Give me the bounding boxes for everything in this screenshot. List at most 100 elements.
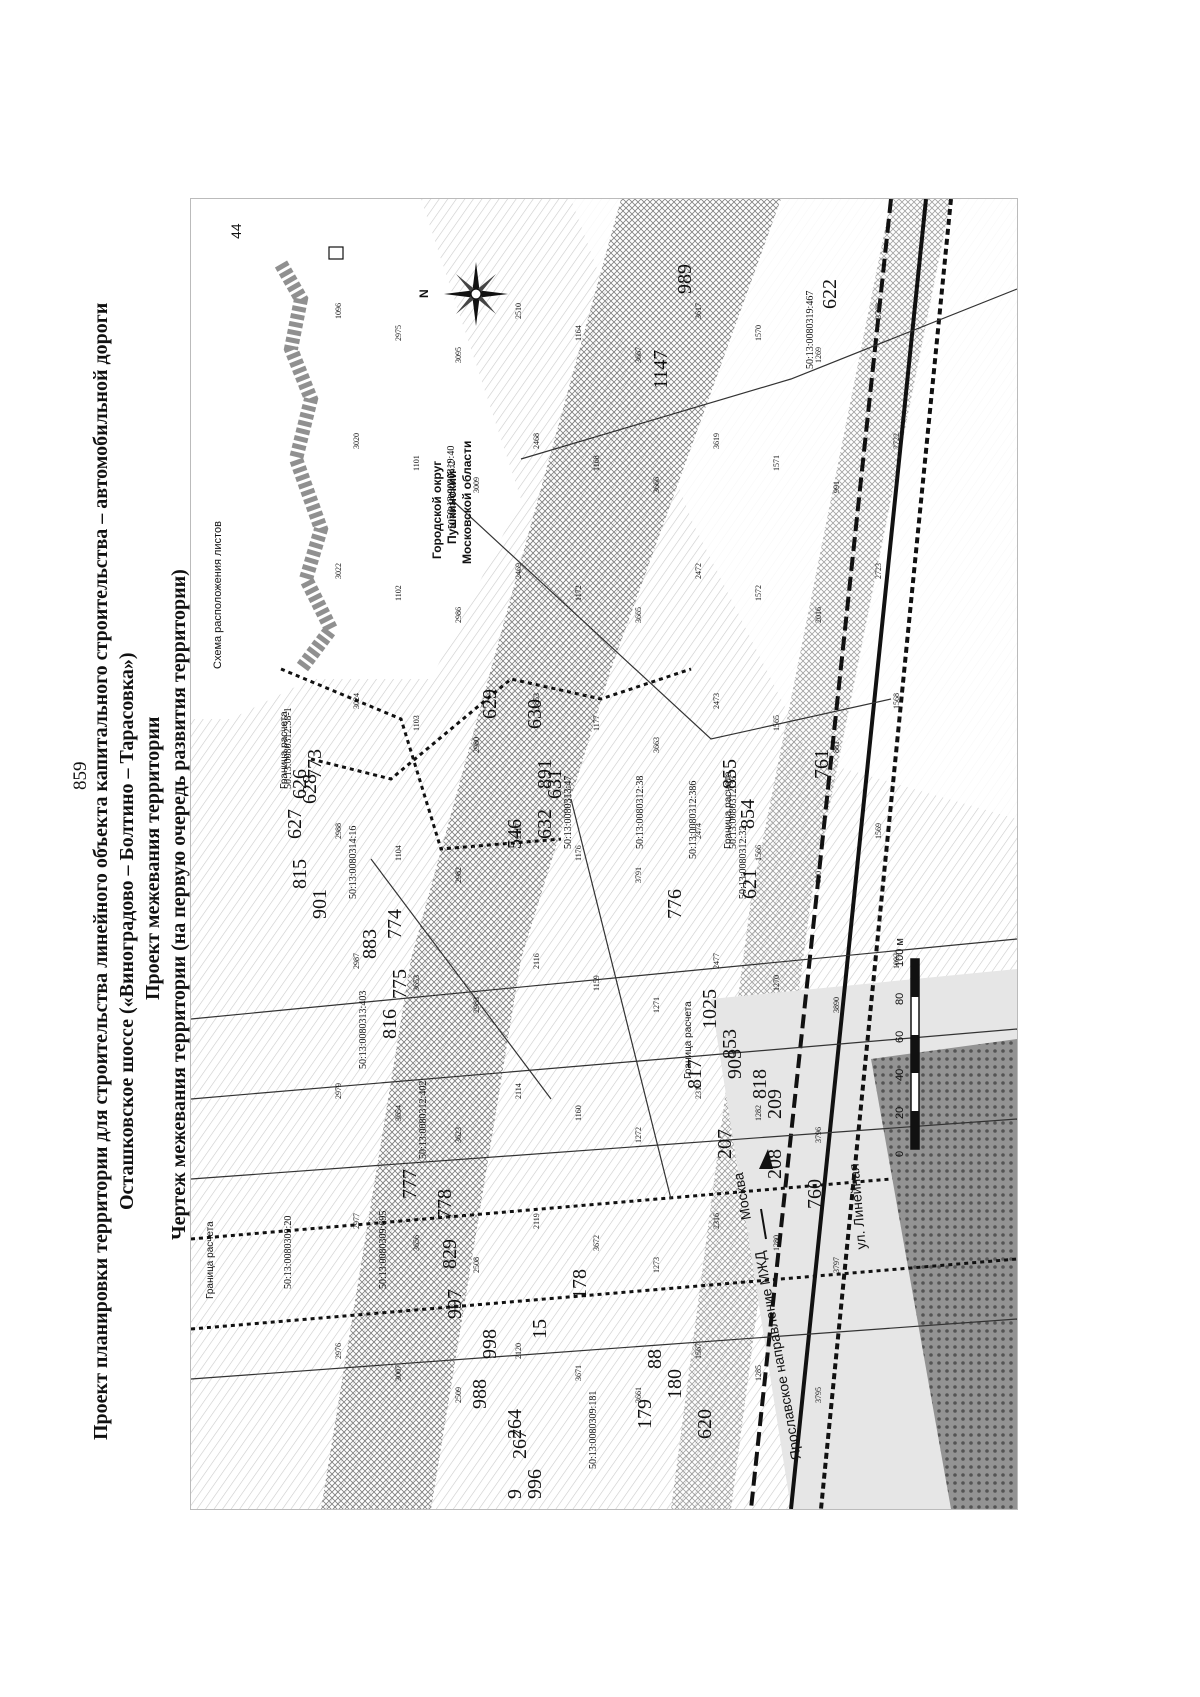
- point-number: 2119: [532, 1213, 541, 1229]
- point-number: 1269: [814, 347, 823, 363]
- point-number: 2986: [454, 607, 463, 623]
- parcel-number: 855: [719, 759, 741, 789]
- cadastral-number: 50:13:0080309:181: [588, 1391, 599, 1469]
- boundary-label-1: Граница расчета: [279, 711, 290, 789]
- point-number: 1570: [754, 325, 763, 341]
- point-number: 1177: [592, 715, 601, 731]
- parcel-number: 816: [379, 1009, 401, 1039]
- district-line-2: Пушкинский: [445, 471, 459, 544]
- scale-tick-40: 40: [894, 1069, 906, 1081]
- parcel-number: 627: [284, 809, 306, 839]
- point-number: 3020: [352, 433, 361, 449]
- parcel-number: 180: [664, 1369, 686, 1399]
- point-number: 1096: [334, 303, 343, 319]
- point-number: 2474: [694, 823, 703, 839]
- point-number: 2988: [334, 823, 343, 839]
- point-number: 3666: [652, 477, 661, 493]
- inset-route-line: [274, 260, 340, 674]
- district-line-3: Московской области: [460, 441, 474, 564]
- point-number: 2469: [514, 563, 523, 579]
- point-number: 880: [814, 871, 823, 883]
- highway-right-lines: [749, 199, 953, 1509]
- cadastral-number: 50:13:0080312:38: [635, 776, 646, 849]
- parcel-number: 775: [389, 969, 411, 999]
- scale-tick-60: 60: [894, 1031, 906, 1043]
- parcel-number: 267: [509, 1429, 531, 1459]
- parcel-number: 208: [764, 1149, 786, 1179]
- railway-tracks: [871, 1039, 1017, 1509]
- point-number: 3671: [574, 1365, 583, 1381]
- point-number: 3623: [454, 1127, 463, 1143]
- scale-tick-0: 0: [894, 1151, 906, 1157]
- district-line-1: Городской округ: [430, 461, 444, 559]
- point-number: 2477: [712, 953, 721, 969]
- point-number: 1280: [772, 1235, 781, 1251]
- point-number: 2982: [454, 867, 463, 883]
- cadastral-number: 50:13:0080319:467: [805, 291, 816, 369]
- point-number: 3667: [634, 347, 643, 363]
- point-number: 2977: [352, 1213, 361, 1229]
- point-number: 3663: [652, 737, 661, 753]
- cadastral-number: 50:13:0080313:47: [563, 776, 574, 849]
- cadastral-number: 50:13:0080309:695: [378, 1211, 389, 1289]
- boundary-label-3: Граница расчета: [683, 1001, 694, 1079]
- point-number: 1101: [412, 455, 421, 471]
- cadastral-number: 50:13:0080312:32: [738, 826, 749, 899]
- parcel-number: 88: [644, 1349, 666, 1369]
- point-number: 2508: [472, 1257, 481, 1273]
- point-number: 3022: [334, 563, 343, 579]
- point-number: 3890: [832, 997, 841, 1013]
- point-number: 3095: [454, 347, 463, 363]
- parcel-number: 264: [504, 1409, 526, 1439]
- point-number: 1160: [574, 1105, 583, 1121]
- parcel-number: 621: [739, 869, 761, 899]
- point-number: 1566: [754, 845, 763, 861]
- point-number: 3024: [352, 693, 361, 709]
- point-number: 2976: [334, 1343, 343, 1359]
- point-number: 2509: [454, 1387, 463, 1403]
- cadastral-number: 50:13:0080314:16: [348, 826, 359, 899]
- point-number: 1282: [754, 1105, 763, 1121]
- point-number: 1164: [574, 325, 583, 341]
- point-number: 3853: [532, 693, 541, 709]
- cadastral-number: 50:13:0080312:38-1: [283, 707, 294, 789]
- parcel-number: 1025: [699, 989, 721, 1029]
- parcel-boundaries: [191, 667, 1017, 1331]
- point-number: 1104: [394, 845, 403, 861]
- inset-clearing: [191, 199, 521, 719]
- parcel-number: 996: [524, 1469, 546, 1499]
- point-number: 3665: [634, 607, 643, 623]
- point-number: 2510: [514, 303, 523, 319]
- point-number: 2979: [334, 1083, 343, 1099]
- point-number: 1176: [574, 845, 583, 861]
- street-label: ул. Линейная: [846, 1163, 869, 1250]
- parcel-number: 9: [504, 1489, 526, 1499]
- parcel-number: 629: [479, 689, 501, 719]
- scale-tick-20: 20: [894, 1107, 906, 1119]
- parcel-number: 989: [674, 264, 696, 294]
- parcel-number: 179: [634, 1399, 656, 1429]
- parcel-number: 883: [359, 929, 381, 959]
- parcel-thin-lines: [191, 288, 1017, 1380]
- cadastral-number-layer: 50:13:0080319:46750:13:0080319:4050:13:0…: [283, 291, 816, 1469]
- parcel-number: 998: [479, 1329, 501, 1359]
- point-number: 3797: [832, 1257, 841, 1273]
- point-number: 2120: [514, 1343, 523, 1359]
- parcel-number: 209: [764, 1089, 786, 1119]
- point-number: 3009: [472, 477, 481, 493]
- scale-tick-100: 100 м: [894, 938, 906, 967]
- point-number: 2316: [712, 1213, 721, 1229]
- point-number: 3656: [412, 1235, 421, 1251]
- cadastral-number: 50:13:0080304:2: [447, 461, 458, 529]
- parcel-number: 622: [819, 279, 841, 309]
- boundary-label-4: Граница расчета: [723, 771, 734, 849]
- parcel-number: 854: [737, 799, 759, 829]
- parcel-number: 776: [664, 889, 686, 919]
- point-number: 1172: [574, 585, 583, 601]
- parcel-number: 546: [504, 819, 526, 849]
- parcel-number: 760: [804, 1179, 826, 1209]
- point-number: 3795: [814, 1387, 823, 1403]
- parcel-number: 630: [524, 699, 546, 729]
